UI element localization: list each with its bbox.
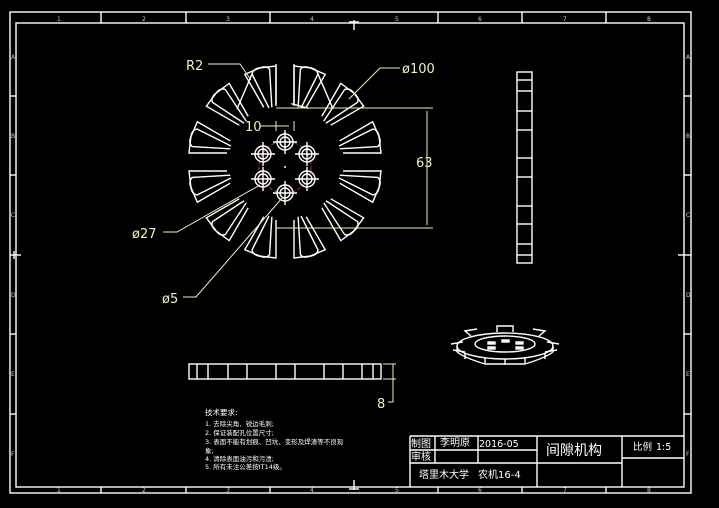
tech-req-item: 2. 保证装配孔位置尺寸; bbox=[205, 428, 274, 437]
drawn-by-name: 李明原 bbox=[440, 436, 470, 449]
center-mark bbox=[284, 166, 286, 168]
svg-text:7: 7 bbox=[563, 16, 567, 23]
bolt-circle-label: ø27 bbox=[132, 227, 157, 242]
svg-text:4: 4 bbox=[310, 487, 314, 494]
svg-text:7: 7 bbox=[563, 487, 567, 494]
svg-text:A: A bbox=[11, 54, 16, 61]
svg-text:D: D bbox=[686, 292, 691, 299]
wheel-outline bbox=[236, 65, 334, 110]
fillet-radius-label: R2 bbox=[186, 59, 203, 74]
svg-text:3: 3 bbox=[226, 487, 230, 494]
svg-text:C: C bbox=[11, 212, 15, 219]
tech-req-heading: 技术要求: bbox=[205, 407, 238, 417]
side-view bbox=[516, 71, 533, 264]
svg-text:F: F bbox=[11, 451, 15, 458]
hole-diameter-label: ø5 bbox=[162, 292, 178, 307]
svg-text:1: 1 bbox=[57, 487, 61, 494]
tech-req-item: 4. 清除表面油污和污渍; bbox=[205, 454, 274, 463]
front-view-wheel bbox=[188, 64, 382, 259]
svg-text:A: A bbox=[686, 54, 691, 61]
svg-text:1: 1 bbox=[57, 16, 61, 23]
wheel-teeth bbox=[188, 66, 382, 259]
svg-text:D: D bbox=[11, 292, 16, 299]
class-name: 农机16-4 bbox=[478, 468, 521, 481]
svg-text:6: 6 bbox=[478, 487, 482, 494]
tech-req-item: 3. 表面不能有划痕、凹坑、变形及焊渣等不良现 bbox=[205, 437, 344, 446]
bottom-view bbox=[188, 363, 382, 380]
tech-req-item: 5. 所有未注公差按IT14级。 bbox=[205, 462, 286, 471]
svg-text:6: 6 bbox=[478, 16, 482, 23]
svg-text:8: 8 bbox=[647, 487, 651, 494]
svg-text:F: F bbox=[686, 451, 690, 458]
drawing-title: 间隙机构 bbox=[546, 443, 602, 459]
left-zone-ticks bbox=[10, 95, 21, 415]
svg-text:2: 2 bbox=[142, 16, 146, 23]
svg-text:5: 5 bbox=[395, 487, 399, 494]
reviewed-label: 审核 bbox=[411, 450, 431, 463]
title-block bbox=[409, 435, 684, 487]
svg-text:E: E bbox=[11, 371, 15, 378]
tech-req-item: 1. 去除尖角、锐边毛刺; bbox=[205, 419, 274, 428]
svg-text:2: 2 bbox=[142, 487, 146, 494]
svg-text:C: C bbox=[686, 212, 690, 219]
scale-label: 比例 bbox=[633, 441, 652, 453]
inner-border bbox=[15, 22, 685, 488]
svg-text:B: B bbox=[686, 133, 690, 140]
svg-text:5: 5 bbox=[395, 16, 399, 23]
svg-text:E: E bbox=[686, 371, 690, 378]
right-zone-ticks bbox=[678, 95, 691, 415]
thickness-dimension: 8 bbox=[377, 363, 396, 412]
zone-labels: 1 2 3 4 5 6 7 8 1 2 3 4 5 6 7 8 A B C D … bbox=[11, 16, 691, 494]
svg-text:3: 3 bbox=[226, 16, 230, 23]
top-zone-ticks bbox=[100, 12, 607, 30]
isometric-view bbox=[450, 325, 560, 365]
svg-text:8: 8 bbox=[647, 16, 651, 23]
scale-value: 1:5 bbox=[656, 442, 671, 453]
bolt-holes bbox=[251, 130, 319, 205]
outer-border bbox=[9, 11, 692, 494]
outer-diameter-label: ø100 bbox=[402, 62, 435, 77]
thickness-label: 8 bbox=[377, 397, 385, 412]
title-block-text: 制图 李明原 2016-05 审核 塔里木大学 农机16-4 间隙机构 比例 1… bbox=[411, 436, 671, 481]
slot-span-label: 63 bbox=[416, 156, 433, 171]
slot-width-label: 10 bbox=[245, 120, 262, 135]
svg-text:4: 4 bbox=[310, 16, 314, 23]
technical-requirements: 技术要求: 1. 去除尖角、锐边毛刺; 2. 保证装配孔位置尺寸; 3. 表面不… bbox=[205, 407, 344, 471]
drawn-by-label: 制图 bbox=[411, 437, 431, 450]
school-name: 塔里木大学 bbox=[419, 468, 469, 481]
tech-req-item: 象; bbox=[205, 446, 214, 455]
bottom-zone-ticks bbox=[100, 480, 607, 493]
drawing-date: 2016-05 bbox=[479, 439, 519, 450]
svg-text:B: B bbox=[11, 133, 15, 140]
dimensions-front: R2 ø100 10 63 ø27 ø5 bbox=[132, 59, 435, 307]
